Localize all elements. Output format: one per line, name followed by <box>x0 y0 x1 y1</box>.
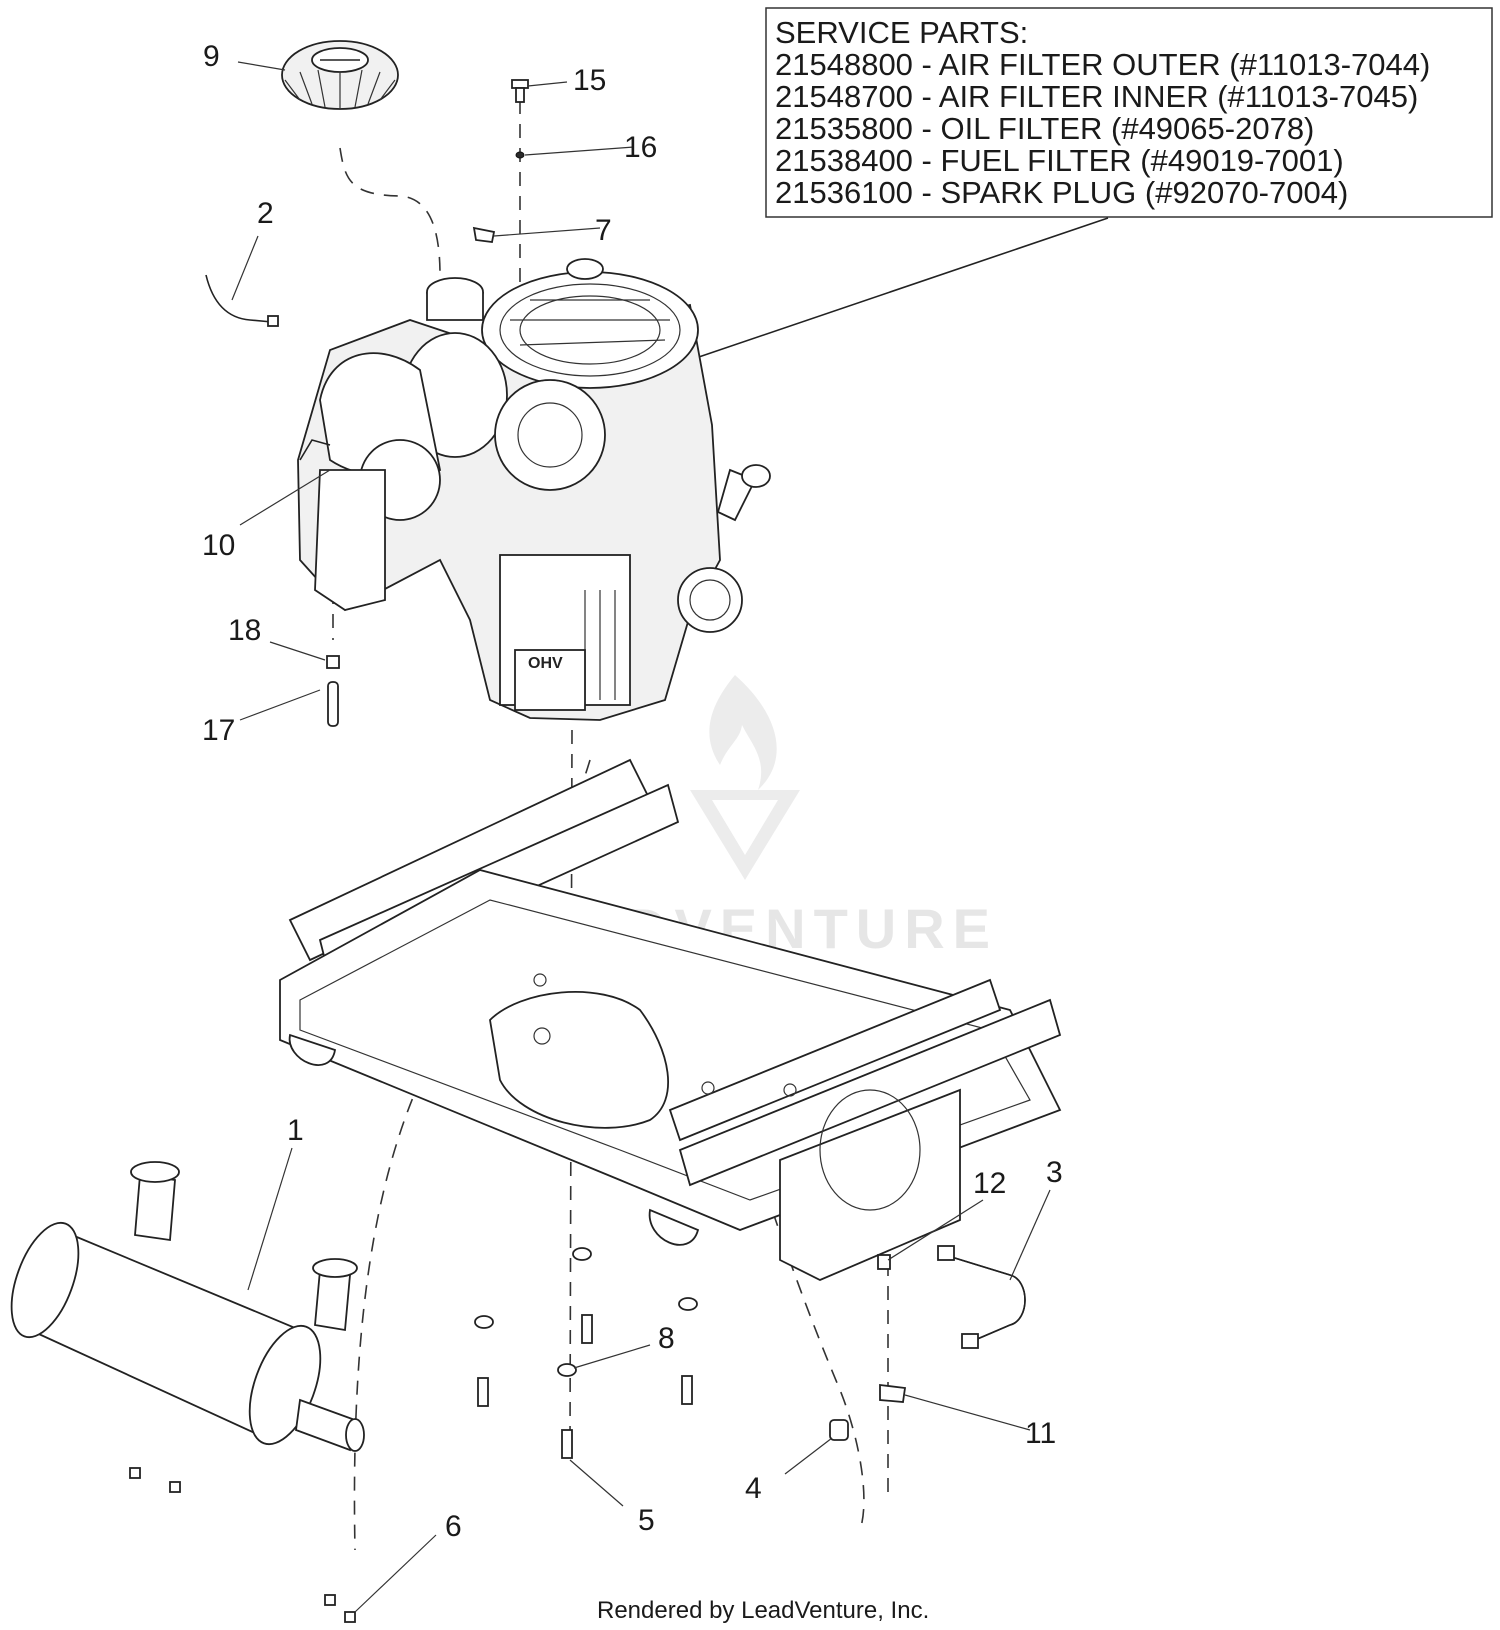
callout-5: 5 <box>638 1504 655 1537</box>
service-part-item: 21548700 - AIR FILTER INNER (#11013-7045… <box>775 79 1418 114</box>
footer-credit: Rendered by LeadVenture, Inc. <box>597 1597 929 1624</box>
stud-17 <box>327 681 339 727</box>
callout-17: 17 <box>202 714 235 747</box>
leader-lines <box>231 61 1051 1613</box>
callout-15: 15 <box>573 64 606 97</box>
washer-16 <box>515 151 525 159</box>
service-part-item: 21538400 - FUEL FILTER (#49019-7001) <box>775 143 1344 178</box>
callout-11: 11 <box>1025 1417 1056 1450</box>
service-part-item: 21548800 - AIR FILTER OUTER (#11013-7044… <box>775 47 1430 82</box>
muffler <box>10 1161 365 1452</box>
engine: OHV <box>297 258 771 721</box>
service-parts-box: SERVICE PARTS: 21548800 - AIR FILTER OUT… <box>765 7 1493 218</box>
bolt-15 <box>511 79 529 103</box>
callouts: 9 2 15 16 7 10 18 17 1 3 12 8 11 4 5 6 <box>202 40 1063 1543</box>
nut-18 <box>326 655 340 669</box>
service-part-item: 21536100 - SPARK PLUG (#92070-7004) <box>775 175 1348 210</box>
wire-harness-2 <box>205 274 273 323</box>
harness-connector <box>267 315 279 327</box>
callout-2: 2 <box>257 197 274 230</box>
callout-3: 3 <box>1046 1156 1063 1189</box>
callout-9: 9 <box>203 40 220 73</box>
callout-18: 18 <box>228 614 261 647</box>
service-parts-frame <box>765 7 1493 218</box>
callout-12: 12 <box>973 1167 1006 1200</box>
callout-16: 16 <box>624 131 657 164</box>
callout-4: 4 <box>745 1472 762 1505</box>
callout-1: 1 <box>287 1114 304 1147</box>
engine-ohv-badge: OHV <box>528 655 563 672</box>
clamp-7 <box>472 226 496 243</box>
callout-10: 10 <box>202 529 235 562</box>
hardware <box>129 1245 1026 1623</box>
service-parts-leader <box>689 217 1109 361</box>
engine-mount-frame <box>279 758 1062 1281</box>
watermark-flame-icon <box>709 675 777 790</box>
callout-7: 7 <box>595 214 612 247</box>
service-part-item: 21535800 - OIL FILTER (#49065-2078) <box>775 111 1314 146</box>
air-cleaner-cover <box>281 40 399 110</box>
watermark-v-icon <box>690 790 800 880</box>
service-parts-title: SERVICE PARTS: <box>775 15 1028 50</box>
callout-6: 6 <box>445 1510 462 1543</box>
callout-8: 8 <box>658 1322 675 1355</box>
